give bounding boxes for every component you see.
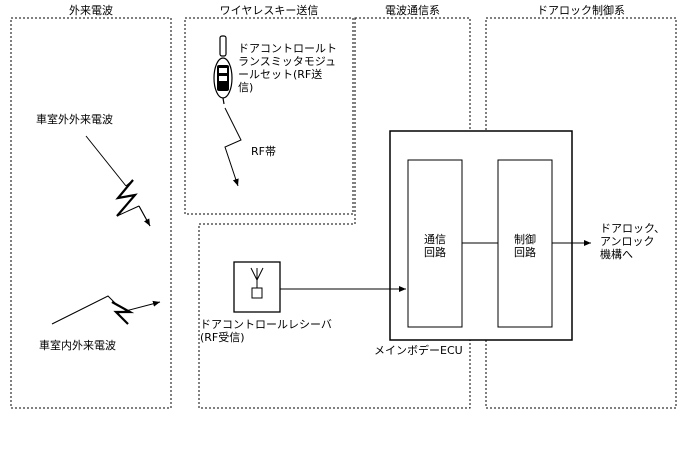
transmitter-label-line: 信) — [238, 81, 254, 94]
outside-wave-lightning-icon — [85, 135, 151, 227]
rf-band-label: RF帯 — [251, 145, 276, 158]
section-external-frame — [10, 17, 172, 409]
control-circuit-label: 制御 回路 — [498, 233, 552, 259]
output-label-line: アンロック — [600, 235, 655, 248]
comm-circuit-label-line: 通信 — [424, 233, 446, 246]
inside-wave-bolt-fill — [111, 301, 135, 325]
section-radio-comm-frame — [198, 17, 471, 409]
comm-circuit-label-line: 回路 — [424, 246, 446, 259]
transmitter-label: ドアコントロールト ランスミッタモジュ ールセット(RF送 信) — [238, 42, 337, 94]
output-label-line: ドアロック、 — [600, 222, 666, 235]
comm-circuit-box — [407, 159, 463, 328]
control-circuit-label-line: 回路 — [514, 246, 536, 259]
receiver-label-line: ドアコントロールレシーバ — [200, 318, 332, 331]
transmitter-label-line: ドアコントロールト — [238, 42, 337, 55]
inside-wave-arrow — [117, 300, 161, 314]
control-circuit-label-line: 制御 — [514, 233, 536, 246]
outside-wave-bolt-fill — [115, 179, 138, 217]
section-wireless-key-frame — [184, 17, 354, 215]
control-circuit-box — [497, 159, 553, 328]
antenna-icon — [250, 267, 264, 299]
section-title-radio-comm: 電波通信系 — [385, 4, 440, 17]
receiver-label: ドアコントロールレシーバ (RF受信) — [200, 318, 332, 344]
section-title-external: 外来電波 — [69, 4, 113, 17]
receiver-label-line: (RF受信) — [200, 331, 245, 344]
section-title-wireless-key: ワイヤレスキー送信 — [219, 4, 319, 17]
comm-circuit-label: 通信 回路 — [408, 233, 462, 259]
output-label: ドアロック、 アンロック 機構へ — [600, 222, 665, 261]
transmitter-label-line: ランスミッタモジュ — [238, 55, 337, 68]
receiver-box — [233, 261, 281, 313]
outside-wave-arrow — [138, 205, 151, 227]
rf-band-lightning-icon — [224, 107, 242, 187]
outside-wave-label: 車室外外来電波 — [36, 113, 113, 126]
transmitter-label-line: ールセット(RF送 — [238, 68, 323, 81]
inside-wave-lightning-icon — [51, 295, 132, 325]
key-fob-icon — [213, 35, 233, 105]
inside-wave-label: 車室内外来電波 — [39, 339, 116, 352]
section-title-door-lock: ドアロック制御系 — [537, 4, 625, 17]
output-label-line: 機構へ — [600, 248, 633, 261]
main-body-ecu-label: メインボデーECU — [374, 344, 463, 357]
